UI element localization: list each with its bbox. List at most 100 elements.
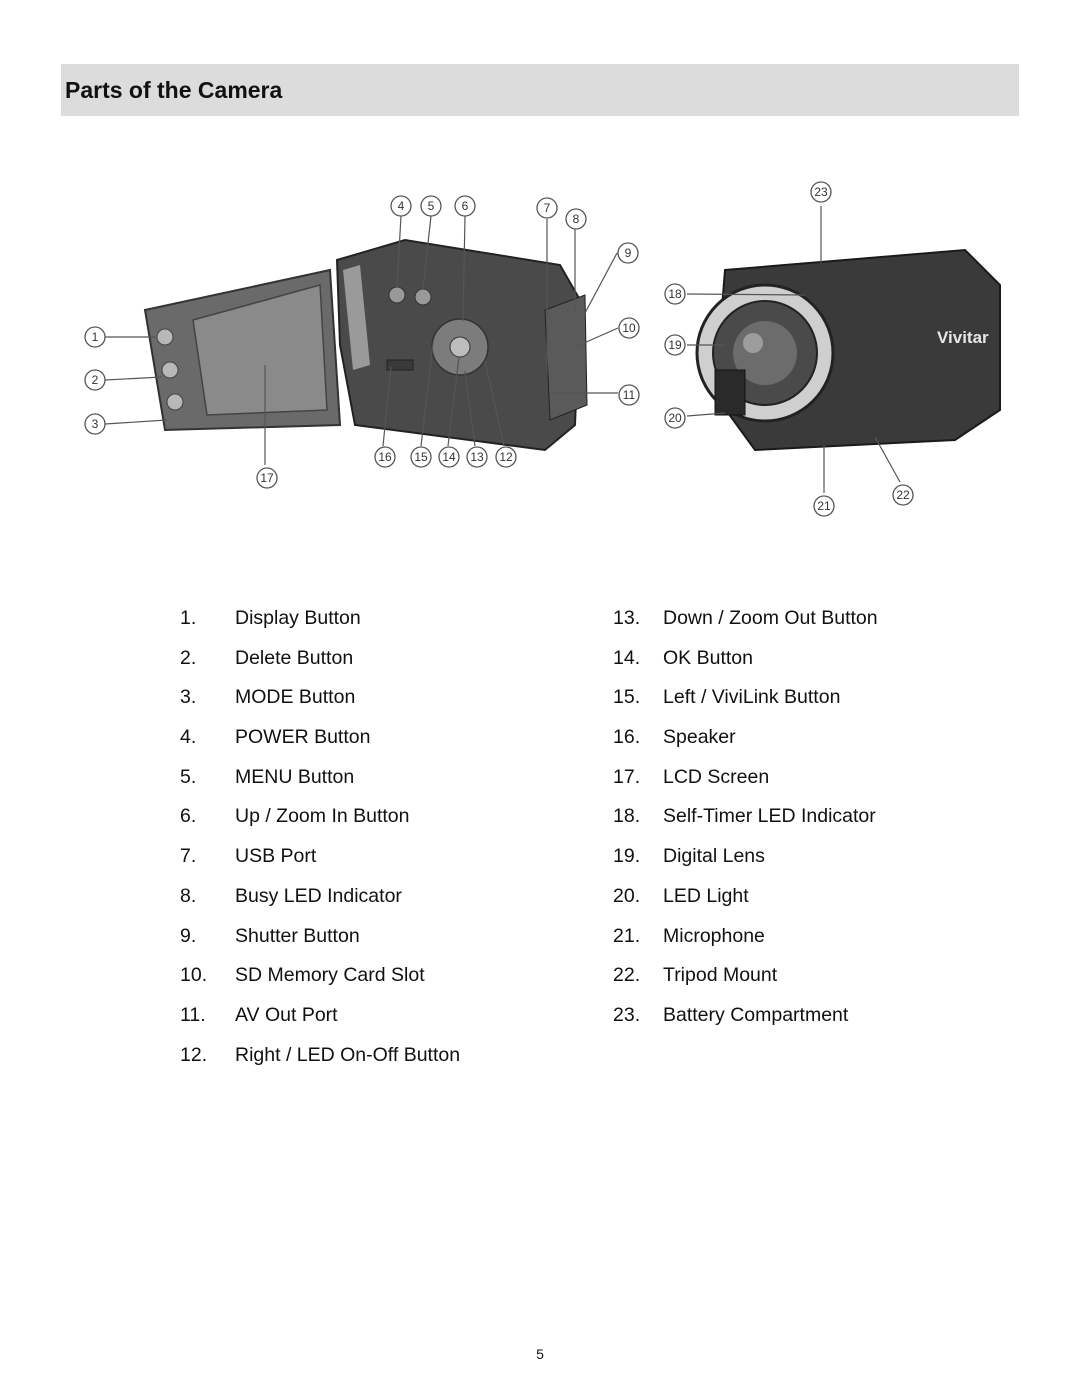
item-number: 21.	[613, 924, 641, 947]
callout-7: 7	[536, 197, 558, 219]
callout-12: 12	[495, 446, 517, 468]
item-number: 8.	[180, 884, 197, 907]
item-label: Speaker	[663, 726, 736, 749]
callout-8: 8	[565, 208, 587, 230]
callout-4: 4	[390, 195, 412, 217]
svg-text:7: 7	[544, 201, 551, 215]
callout-22: 22	[892, 484, 914, 506]
item-number: 12.	[180, 1043, 208, 1066]
svg-text:11: 11	[623, 388, 636, 402]
item-label: Right / LED On-Off Button	[235, 1043, 461, 1066]
item-label: Tripod Mount	[663, 964, 778, 987]
callout-21: 21	[813, 495, 835, 517]
item-label: OK Button	[663, 646, 753, 669]
camera-open-view	[143, 238, 588, 452]
item-number: 23.	[613, 1003, 641, 1026]
item-number: 5.	[180, 765, 197, 788]
svg-text:15: 15	[414, 450, 428, 464]
item-label: Up / Zoom In Button	[235, 805, 410, 828]
callout-1: 1	[84, 326, 106, 348]
item-number: 2.	[180, 646, 197, 669]
item-number: 11.	[180, 1003, 206, 1026]
svg-text:5: 5	[428, 199, 435, 213]
callout-16: 16	[374, 446, 396, 468]
callout-3: 3	[84, 413, 106, 435]
item-label: Left / ViviLink Button	[663, 686, 841, 709]
svg-text:23: 23	[814, 185, 828, 199]
item-number: 16.	[613, 726, 641, 749]
item-label: Busy LED Indicator	[235, 884, 402, 907]
callout-17: 17	[256, 467, 278, 489]
callout-2: 2	[84, 369, 106, 391]
item-label: AV Out Port	[235, 1003, 338, 1026]
item-label: Self-Timer LED Indicator	[663, 805, 876, 828]
item-number: 18.	[613, 805, 641, 828]
item-number: 4.	[180, 726, 197, 749]
camera-figure: Vivitar	[75, 175, 1010, 525]
svg-text:8: 8	[573, 212, 580, 226]
callout-10: 10	[618, 317, 640, 339]
item-label: Shutter Button	[235, 924, 360, 947]
item-label: MODE Button	[235, 686, 356, 709]
item-number: 10.	[180, 964, 208, 987]
callout-14: 14	[438, 446, 460, 468]
item-label: Battery Compartment	[663, 1003, 849, 1026]
item-label: USB Port	[235, 845, 317, 868]
svg-text:14: 14	[442, 450, 456, 464]
item-label: POWER Button	[235, 726, 371, 749]
callout-20: 20	[664, 407, 686, 429]
item-number: 6.	[180, 805, 197, 828]
item-number: 9.	[180, 924, 197, 947]
callout-23: 23	[810, 181, 832, 203]
callout-11: 11	[618, 384, 640, 406]
item-label: LCD Screen	[663, 765, 770, 788]
page-title: Parts of the Camera	[65, 77, 283, 103]
item-label: Delete Button	[235, 646, 354, 669]
svg-text:4: 4	[398, 199, 405, 213]
callout-5: 5	[420, 195, 442, 217]
callout-markers: 1 2 3 4 5 6 7 8 9 10 11 12 13 14 15 16 1…	[84, 181, 914, 517]
item-number: 19.	[613, 845, 641, 868]
item-label: SD Memory Card Slot	[235, 964, 425, 987]
svg-text:12: 12	[499, 450, 513, 464]
item-number: 14.	[613, 646, 641, 669]
brand-logo: Vivitar	[937, 328, 989, 347]
svg-text:2: 2	[92, 373, 99, 387]
item-number: 22.	[613, 964, 641, 987]
svg-text:17: 17	[260, 471, 274, 485]
svg-text:6: 6	[462, 199, 469, 213]
item-label: Digital Lens	[663, 845, 765, 868]
svg-text:16: 16	[378, 450, 392, 464]
item-number: 1.	[180, 607, 197, 629]
item-number: 3.	[180, 686, 197, 709]
item-label: MENU Button	[235, 765, 355, 788]
svg-text:13: 13	[470, 450, 484, 464]
svg-text:9: 9	[625, 246, 632, 260]
svg-text:19: 19	[668, 338, 682, 352]
item-number: 20.	[613, 884, 641, 907]
callout-lines	[104, 206, 901, 493]
section-header: Parts of the Camera	[61, 64, 1019, 116]
callout-15: 15	[410, 446, 432, 468]
item-number: 17.	[613, 765, 641, 788]
svg-text:10: 10	[622, 321, 636, 335]
item-label: LED Light	[663, 884, 749, 907]
page-number: 5	[536, 1346, 544, 1362]
item-label: Display Button	[235, 607, 361, 629]
camera-lens-view: Vivitar	[695, 248, 1001, 452]
svg-text:21: 21	[817, 499, 831, 513]
svg-text:22: 22	[896, 488, 910, 502]
svg-text:20: 20	[668, 411, 682, 425]
callout-13: 13	[466, 446, 488, 468]
svg-text:18: 18	[668, 287, 682, 301]
callout-6: 6	[454, 195, 476, 217]
item-number: 7.	[180, 845, 197, 868]
item-number: 13.	[613, 607, 641, 629]
callout-19: 19	[664, 334, 686, 356]
callout-9: 9	[617, 242, 639, 264]
item-label: Down / Zoom Out Button	[663, 607, 878, 629]
camera-illustration: Vivitar	[84, 181, 1001, 517]
item-label: Microphone	[663, 924, 765, 947]
item-number: 15.	[613, 686, 641, 709]
callout-18: 18	[664, 283, 686, 305]
